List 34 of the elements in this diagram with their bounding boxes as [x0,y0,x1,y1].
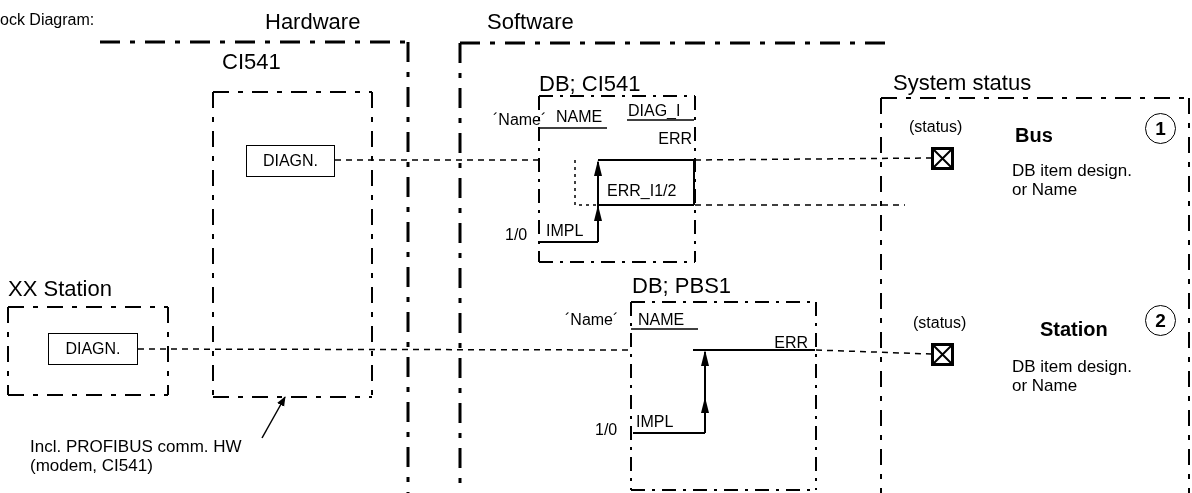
note-text: Incl. PROFIBUS comm. HW (modem, CI541) [30,438,275,478]
heading: DB; PBS1 [632,274,732,299]
signal-name: DIAG_I [628,102,681,120]
leader-line [261,396,286,439]
diagram-title: ock Diagram: [0,11,95,29]
heading: System status [893,71,1032,96]
diagnostics-box: DIAGN. [246,145,335,177]
signal-name: IMPL [546,222,584,240]
annotation: 1/0 [595,421,618,439]
annotation: (status) [913,314,967,332]
signal-line [694,157,932,161]
signal-name: NAME [638,311,685,329]
annotation: ´Name´ [565,311,619,329]
signal-name: ERR [774,334,808,352]
signal-line [815,349,932,355]
heading: DB; CI541 [539,72,641,97]
heading: XX Station [8,277,112,302]
item-description: DB item design. or Name [1012,162,1133,200]
annotation: 1/0 [505,226,528,244]
heading: CI541 [222,50,281,75]
item-description: DB item design. or Name [1012,358,1133,396]
annotation: ´Name´ [493,111,547,129]
signal-name: ERR [658,130,692,148]
heading: Hardware [265,10,361,35]
signal-name: NAME [556,108,603,126]
item-title: Station [1040,318,1108,340]
heading: Software [487,10,574,35]
signal-line [334,159,540,161]
signal-name: IMPL [636,413,674,431]
annotation: (status) [909,118,963,136]
item-title: Bus [1015,124,1053,146]
diagnostics-box: DIAGN. [48,333,138,365]
signal-name: ERR_I1/2 [607,182,677,200]
signal-line [694,204,906,206]
